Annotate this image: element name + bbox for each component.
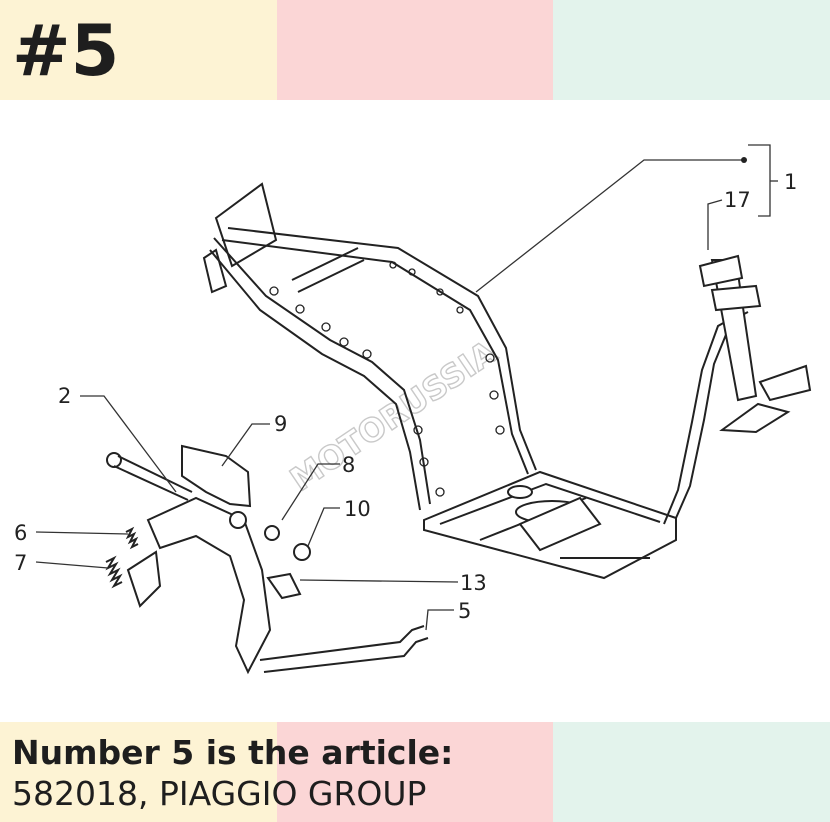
callout-1: 1: [784, 170, 797, 194]
callout-9: 9: [274, 412, 287, 436]
spring-part-6: [125, 526, 139, 550]
band-green: [553, 0, 830, 100]
band-yellow: [0, 0, 277, 100]
band-pink: [276, 0, 554, 100]
band-green-bottom: [553, 722, 830, 822]
callout-5: 5: [458, 599, 471, 623]
item-number-badge: #5: [12, 10, 120, 92]
callout-10: 10: [344, 497, 371, 521]
callout-7: 7: [14, 551, 27, 575]
pad-part-13: [266, 572, 302, 600]
bottom-color-band: [0, 722, 830, 822]
frame-part-1: [202, 182, 812, 580]
watermark: MOTORUSSIA: [283, 333, 503, 499]
bolt-part-2: [106, 452, 193, 501]
spring-part-7: [105, 555, 123, 589]
band-pink-bottom: [276, 722, 554, 822]
callout-6: 6: [14, 521, 27, 545]
article-caption: Number 5 is the article: 582018, PIAGGIO…: [12, 732, 453, 814]
callout-13: 13: [460, 571, 487, 595]
leader-lines: [35, 144, 778, 631]
nut-part-10: [293, 543, 311, 561]
callout-17: 17: [724, 188, 751, 212]
caption-article-number: 582018, PIAGGIO GROUP: [12, 774, 427, 813]
caption-heading: Number 5 is the article:: [12, 733, 454, 772]
callout-2: 2: [58, 384, 71, 408]
top-color-band: [0, 0, 830, 100]
bracket-part-9: [181, 444, 252, 508]
washer-part-8: [264, 525, 280, 541]
center-stand: [126, 496, 429, 675]
parts-diagram: MOTORUSSIA: [14, 144, 812, 675]
band-yellow-bottom: [0, 722, 277, 822]
callout-8: 8: [342, 453, 355, 477]
